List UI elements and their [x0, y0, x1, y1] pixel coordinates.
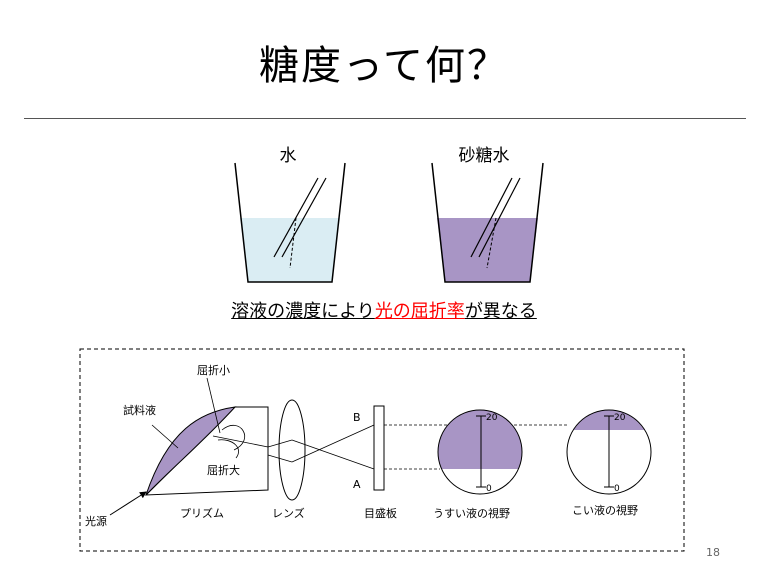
statement-highlight: 光の屈折率 — [374, 301, 465, 322]
sugar-refraction-dashed — [486, 217, 497, 269]
sugar-water-liquid — [437, 218, 538, 282]
thin-view-circle — [437, 409, 523, 495]
ray-paths — [267, 424, 375, 470]
lens — [278, 399, 306, 501]
small-refraction-label: 屈折小 — [197, 363, 230, 377]
refractometer-panel — [79, 348, 685, 552]
thick-solution-view — [566, 409, 652, 495]
thin-scale-top-label: 20 — [486, 413, 498, 423]
thin-solution-view — [437, 409, 523, 495]
statement-part1: 溶液の濃度により — [231, 301, 375, 322]
water-beaker-label: 水 — [279, 146, 297, 166]
water-beaker — [234, 162, 346, 283]
refraction-arc-small — [221, 424, 246, 451]
prism-label: プリズム — [180, 506, 224, 520]
sample-label: 試料液 — [123, 403, 156, 417]
refraction-arc-large — [217, 439, 239, 459]
sugar-rod-right — [478, 177, 521, 258]
page-number: 18 — [706, 546, 720, 559]
sample-pointer — [151, 424, 179, 449]
thick-view-circle — [566, 409, 652, 495]
water-liquid — [240, 218, 340, 282]
sugar-water-beaker-label: 砂糖水 — [458, 146, 510, 166]
refraction-statement: 溶液の濃度により光の屈折率が異なる — [0, 301, 768, 323]
thick-view-label: こい液の視野 — [572, 503, 638, 517]
light-source-arrow — [109, 491, 147, 516]
slide-title: 糖度って何？ — [259, 43, 509, 89]
sugar-rod-left — [470, 177, 513, 258]
scale-plate-label: 目盛板 — [364, 506, 397, 520]
statement-part2: が異なる — [464, 301, 537, 322]
sugar-water-beaker — [431, 162, 544, 283]
water-rod-right — [281, 177, 327, 258]
sugar-beaker-outline — [431, 162, 544, 283]
thick-scale-top-label: 20 — [614, 413, 626, 423]
thin-view-label: うすい液の視野 — [433, 506, 510, 520]
lens-label: レンズ — [272, 506, 305, 520]
scale-plate — [373, 405, 385, 491]
prism — [144, 406, 269, 496]
water-beaker-outline — [234, 162, 346, 283]
water-rod-left — [273, 177, 319, 258]
light-source-label: 光源 — [85, 514, 107, 528]
refracted-ray — [212, 435, 269, 448]
large-refraction-label: 屈折大 — [207, 463, 240, 477]
thin-scale-bottom-label: 0 — [486, 484, 492, 494]
title-divider — [24, 118, 746, 119]
thick-scale-bottom-label: 0 — [614, 484, 620, 494]
point-a-label: A — [353, 478, 361, 491]
water-refraction-dashed — [289, 217, 297, 269]
thick-view-fill — [567, 410, 651, 430]
point-b-label: B — [353, 411, 361, 424]
small-refraction-pointer — [206, 377, 221, 434]
